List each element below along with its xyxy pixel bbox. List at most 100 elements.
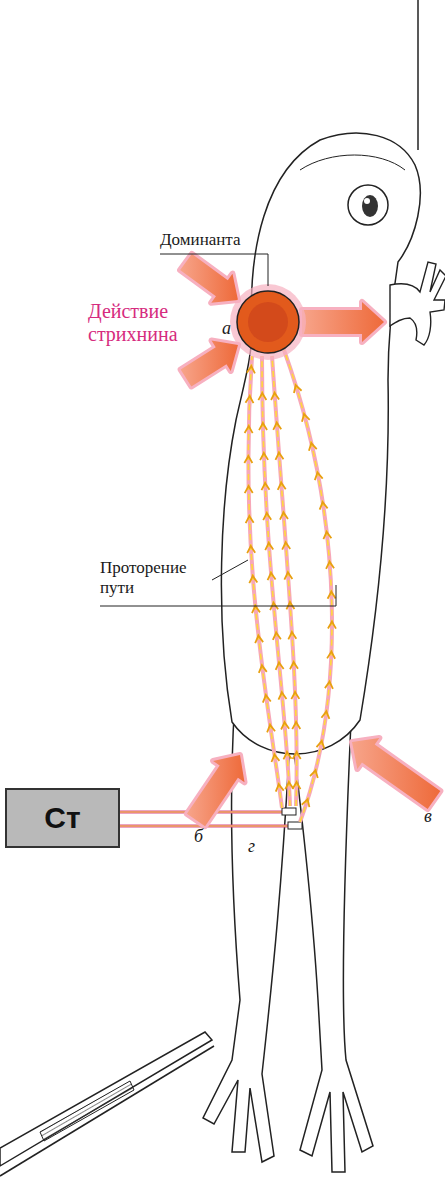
pathway-chevron [247, 546, 255, 553]
pathway-chevron [258, 393, 266, 400]
forceps [0, 1032, 212, 1166]
pathway-glow [262, 356, 290, 806]
pathway-chevron [278, 692, 286, 699]
eye-glint [364, 198, 370, 204]
pathway-chevron [317, 741, 325, 749]
stimulator-label: Ст [44, 801, 80, 835]
pathway-chevron [294, 385, 302, 393]
influence-arrow [181, 341, 238, 387]
strychnine-label: Действие стрихнина [88, 300, 200, 346]
pathway-chevron [282, 542, 290, 549]
pathway-chevron [292, 722, 300, 729]
pathway-glow [284, 350, 332, 822]
pathway-chevron [276, 784, 284, 791]
pathway-chevron [275, 453, 283, 460]
pathway-chevron [302, 799, 310, 807]
pathway-glow [272, 356, 297, 806]
callout-letter: а [222, 318, 231, 339]
pathway-chevron [259, 665, 267, 672]
eye [348, 185, 388, 225]
pathway-chevron [255, 636, 263, 643]
pathway-chevron [328, 622, 336, 629]
head-fold [300, 155, 405, 170]
forceps-jaw [0, 1046, 214, 1176]
leader-line [160, 254, 268, 286]
pathway-chevron [288, 632, 296, 639]
pathway-chevron [321, 711, 329, 718]
front-limb [390, 262, 445, 345]
influence-arrow [187, 755, 245, 826]
pathway [284, 350, 332, 822]
pathway-label: Проторение пути [100, 558, 208, 597]
arrow-glow [352, 738, 440, 809]
pathway-chevron [327, 652, 335, 659]
callout-letter: г [248, 836, 255, 857]
pathway-chevron [309, 443, 317, 451]
pathway-chevron [246, 516, 254, 523]
callout-letter: б [194, 826, 203, 847]
pathway-chevron [263, 695, 271, 702]
frog-body [221, 133, 420, 754]
arrow-glow [302, 302, 384, 342]
pathway-chevron [273, 423, 281, 430]
pathway-chevron [326, 562, 334, 569]
pathway-chevron [310, 770, 318, 778]
pathway-chevron [263, 513, 271, 520]
pathway-chevron [273, 633, 281, 640]
pathway-chevron [247, 366, 255, 373]
pathway-chevron [325, 682, 333, 689]
pathway-chevron [278, 482, 286, 489]
pathway-chevron [259, 423, 267, 430]
pathway-chevron [280, 512, 288, 519]
pathway-chevron [272, 755, 280, 763]
pathway-glow [248, 356, 282, 808]
arrow-glow [180, 254, 238, 303]
pathway-chevron [323, 532, 331, 539]
pathway-chevron [268, 573, 276, 580]
leader-line [212, 560, 248, 580]
pathway-chevron [281, 722, 289, 729]
pathway-chevron [261, 483, 269, 490]
dominant-core [248, 302, 288, 342]
electrode [282, 808, 296, 815]
arrow-glow [181, 341, 238, 387]
pathway-chevron [245, 426, 253, 433]
pathway-chevron [245, 486, 253, 493]
pupil [362, 195, 378, 217]
right-leg [288, 700, 373, 1172]
pathway-chevron [245, 396, 253, 403]
pathway-chevron [249, 576, 257, 583]
pathway-chevron [284, 572, 292, 579]
pathway-chevron [265, 543, 273, 550]
pathway-chevron [302, 414, 310, 422]
callout-letter: в [424, 806, 432, 827]
pathway-chevron [328, 592, 336, 599]
pathway-chevron [290, 662, 298, 669]
influence-arrow [180, 254, 238, 303]
pathway-chevron [276, 662, 284, 669]
thread [417, 0, 419, 150]
arrow-glow [187, 755, 245, 826]
influence-arrow [302, 302, 384, 342]
pathway-chevron [293, 752, 301, 759]
influence-arrows [180, 254, 440, 826]
pathway [248, 356, 282, 808]
leader-line [100, 585, 336, 606]
pathway-chevron [283, 752, 291, 759]
pathway-chevron [260, 453, 268, 460]
influence-arrow [352, 738, 440, 809]
pathway-chevron [267, 725, 275, 733]
dominant-glow [230, 284, 306, 360]
pathway-chevron [252, 606, 260, 613]
pathway-chevron [291, 692, 299, 699]
stimulator-box: Ст [5, 788, 120, 848]
forceps-grip [40, 1081, 134, 1141]
electrode [288, 822, 302, 829]
pathway-chevron [320, 502, 328, 510]
pathway [262, 356, 290, 806]
pathway-chevron [244, 456, 252, 463]
pathway-chevron [271, 393, 279, 400]
dominant-label: Доминанта [160, 230, 241, 250]
pathway-chevron [292, 782, 300, 789]
